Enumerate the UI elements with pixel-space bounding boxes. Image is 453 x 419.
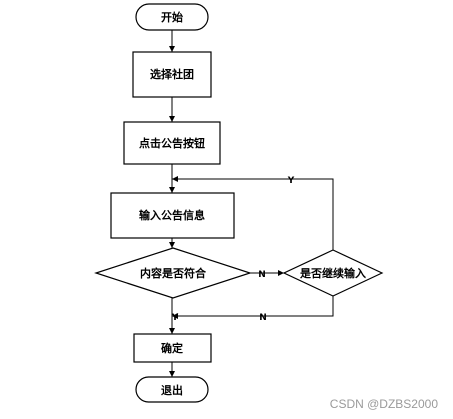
arrow-continue-no — [172, 296, 334, 319]
select-club-label: 选择社团 — [150, 67, 194, 81]
content-no-label: N — [258, 270, 266, 280]
exit-label: 退出 — [161, 383, 183, 397]
watermark: CSDN @DZBS2000 — [330, 397, 439, 411]
arrow-continue-yes-loop — [172, 176, 334, 250]
start-label: 开始 — [161, 10, 183, 24]
content-check-label: 内容是否符合 — [140, 266, 207, 280]
start-terminal: 开始 — [135, 3, 209, 31]
continue-check-label: 是否继续输入 — [299, 266, 366, 280]
content-check-decision: 内容是否符合 — [94, 247, 252, 299]
confirm-step: 确定 — [133, 333, 212, 363]
click-notice-button-label: 点击公告按钮 — [139, 136, 205, 150]
confirm-label: 确定 — [161, 341, 183, 355]
exit-terminal: 退出 — [135, 376, 209, 403]
enter-notice-label: 输入公告信息 — [139, 208, 205, 222]
continue-no-label: N — [259, 313, 267, 323]
enter-notice-step: 输入公告信息 — [110, 192, 235, 239]
continue-yes-label: Y — [287, 176, 295, 186]
select-club-step: 选择社团 — [132, 51, 212, 98]
continue-check-decision: 是否继续输入 — [282, 249, 384, 297]
click-notice-button-step: 点击公告按钮 — [123, 121, 221, 165]
content-yes-label: Y — [171, 313, 179, 323]
